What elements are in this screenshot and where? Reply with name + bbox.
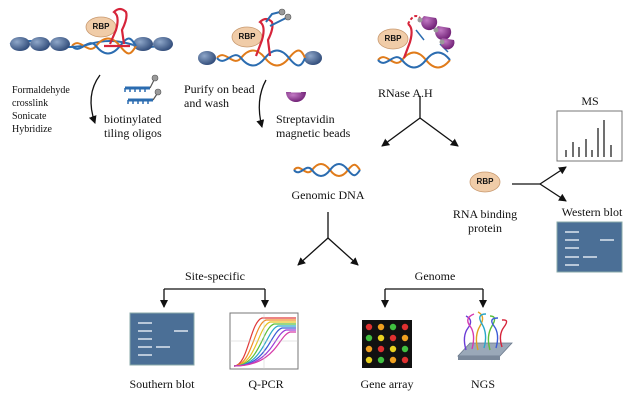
- array-spot: [401, 356, 409, 364]
- array-spot: [365, 323, 373, 331]
- array-spot: [365, 334, 373, 342]
- rna-hairpin-icon: [104, 7, 130, 48]
- purify-label: and wash: [184, 96, 229, 110]
- protein-label: protein: [468, 221, 502, 235]
- array-spot: [365, 345, 373, 353]
- rnase-label: RNase A.H: [378, 86, 433, 100]
- site-specific-bracket: [160, 288, 269, 308]
- split-arrows-1: [381, 96, 459, 147]
- purify-label: Purify on bead: [184, 82, 255, 96]
- array-spot: [377, 356, 385, 364]
- protein-label: RNA binding: [452, 207, 518, 221]
- site-specific-label: Site-specific: [185, 269, 245, 283]
- gel-blot-icon: [129, 312, 195, 366]
- beads-label: magnetic beads: [276, 126, 351, 140]
- probe-label: biotinylated: [104, 112, 162, 126]
- array-spot: [365, 356, 373, 364]
- array-spot: [377, 334, 385, 342]
- dna-helix-icon: [293, 163, 361, 177]
- probe-label: tiling oligos: [104, 126, 162, 140]
- genome-bracket: [381, 288, 487, 308]
- rbp-icon: [469, 171, 501, 193]
- step2-arrow: [256, 79, 267, 128]
- rbp-label: RBP: [92, 22, 110, 31]
- array-spot: [377, 323, 385, 331]
- rbp-label: RBP: [238, 32, 256, 41]
- genome-label: Genome: [414, 269, 456, 283]
- gene-array-icon: [362, 320, 412, 368]
- step2-chromatin: [198, 8, 322, 67]
- gene-array-label: Gene array: [360, 377, 414, 391]
- array-spot: [401, 345, 409, 353]
- western-blot-label: Western blot: [561, 205, 623, 219]
- gel-blot-icon: [556, 221, 623, 273]
- genomic-dna-label: Genomic DNA: [291, 188, 365, 202]
- ngs-label: NGS: [470, 377, 495, 391]
- rbp-label: RBP: [476, 177, 494, 186]
- biotin-oligo-icon: [124, 74, 162, 104]
- step3-complex: [377, 15, 455, 69]
- array-spot: [389, 345, 397, 353]
- condition-label: Formaldehyde: [12, 85, 70, 96]
- beads-label: Streptavidin: [276, 112, 335, 126]
- split-arrows-2: [512, 166, 567, 202]
- streptavidin-bead-icon: [286, 91, 306, 102]
- condition-label: Sonicate: [12, 111, 47, 122]
- array-spot: [389, 356, 397, 364]
- mass-spectrum-icon: [556, 110, 623, 162]
- array-spot: [389, 323, 397, 331]
- qpcr-label: Q-PCR: [248, 377, 284, 391]
- step1-arrow: [88, 74, 101, 124]
- qpcr-curves-icon: [229, 312, 299, 370]
- ms-label: MS: [581, 94, 599, 108]
- ngs-reads-icon: [457, 311, 513, 360]
- array-spot: [401, 334, 409, 342]
- array-spot: [389, 334, 397, 342]
- array-spot: [377, 345, 385, 353]
- split-arrows-3: [297, 212, 359, 266]
- condition-label: Hybridize: [12, 124, 52, 135]
- step1-chromatin: [9, 7, 173, 55]
- condition-label: crosslink: [12, 98, 49, 109]
- array-spot: [401, 323, 409, 331]
- southern-blot-label: Southern blot: [129, 377, 195, 391]
- rbp-label: RBP: [384, 34, 402, 43]
- nucleosome-icon: [10, 37, 173, 51]
